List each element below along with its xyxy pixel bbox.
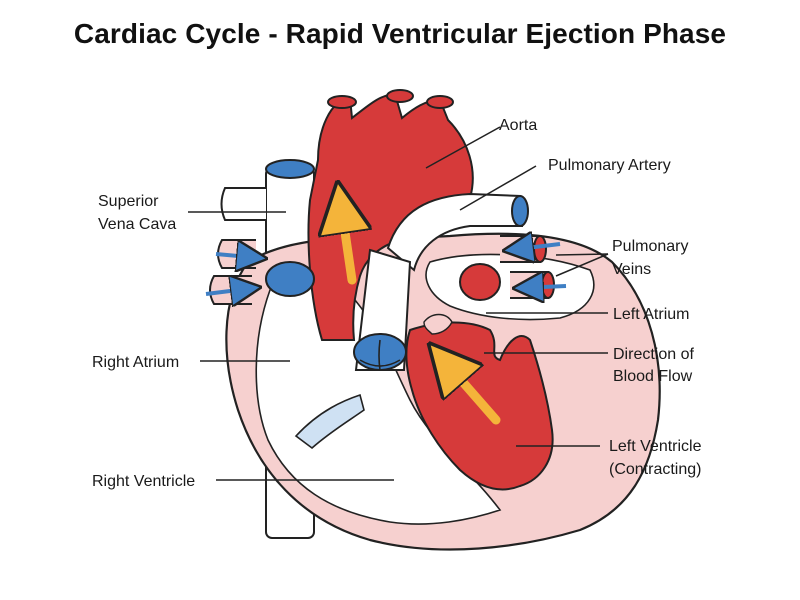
label-direction-of-blood-flow-line1: Direction of (613, 346, 694, 363)
label-right-ventricle: Right Ventricle (92, 473, 195, 490)
blood-flow-arrows-blue (205, 244, 567, 294)
label-pulmonary-artery: Pulmonary Artery (548, 157, 671, 174)
label-superior-vena-cava-line2: Vena Cava (98, 216, 176, 233)
label-right-atrium: Right Atrium (92, 354, 179, 371)
mitral-valve (423, 313, 453, 335)
label-aorta: Aorta (499, 117, 537, 134)
label-pulmonary-veins-line2: Veins (612, 261, 651, 278)
diagram-title: Cardiac Cycle - Rapid Ventricular Ejecti… (73, 18, 727, 49)
label-direction-of-blood-flow-line2: Blood Flow (613, 368, 693, 385)
tricuspid-opening (265, 261, 315, 297)
label-left-atrium: Left Atrium (613, 306, 689, 323)
label-superior-vena-cava-line1: Superior (98, 193, 159, 210)
left-atrium-oval (459, 263, 501, 301)
blood-flow-arrows-yellow (340, 198, 501, 425)
label-left-ventricle-line2: (Contracting) (609, 461, 701, 478)
tricuspid-leaflet (294, 393, 365, 450)
label-left-ventricle-line1: Left Ventricle (609, 438, 702, 455)
right-chambers-interior (255, 282, 502, 525)
leader-lines (188, 126, 609, 481)
label-pulmonary-veins-line1: Pulmonary (612, 238, 688, 255)
